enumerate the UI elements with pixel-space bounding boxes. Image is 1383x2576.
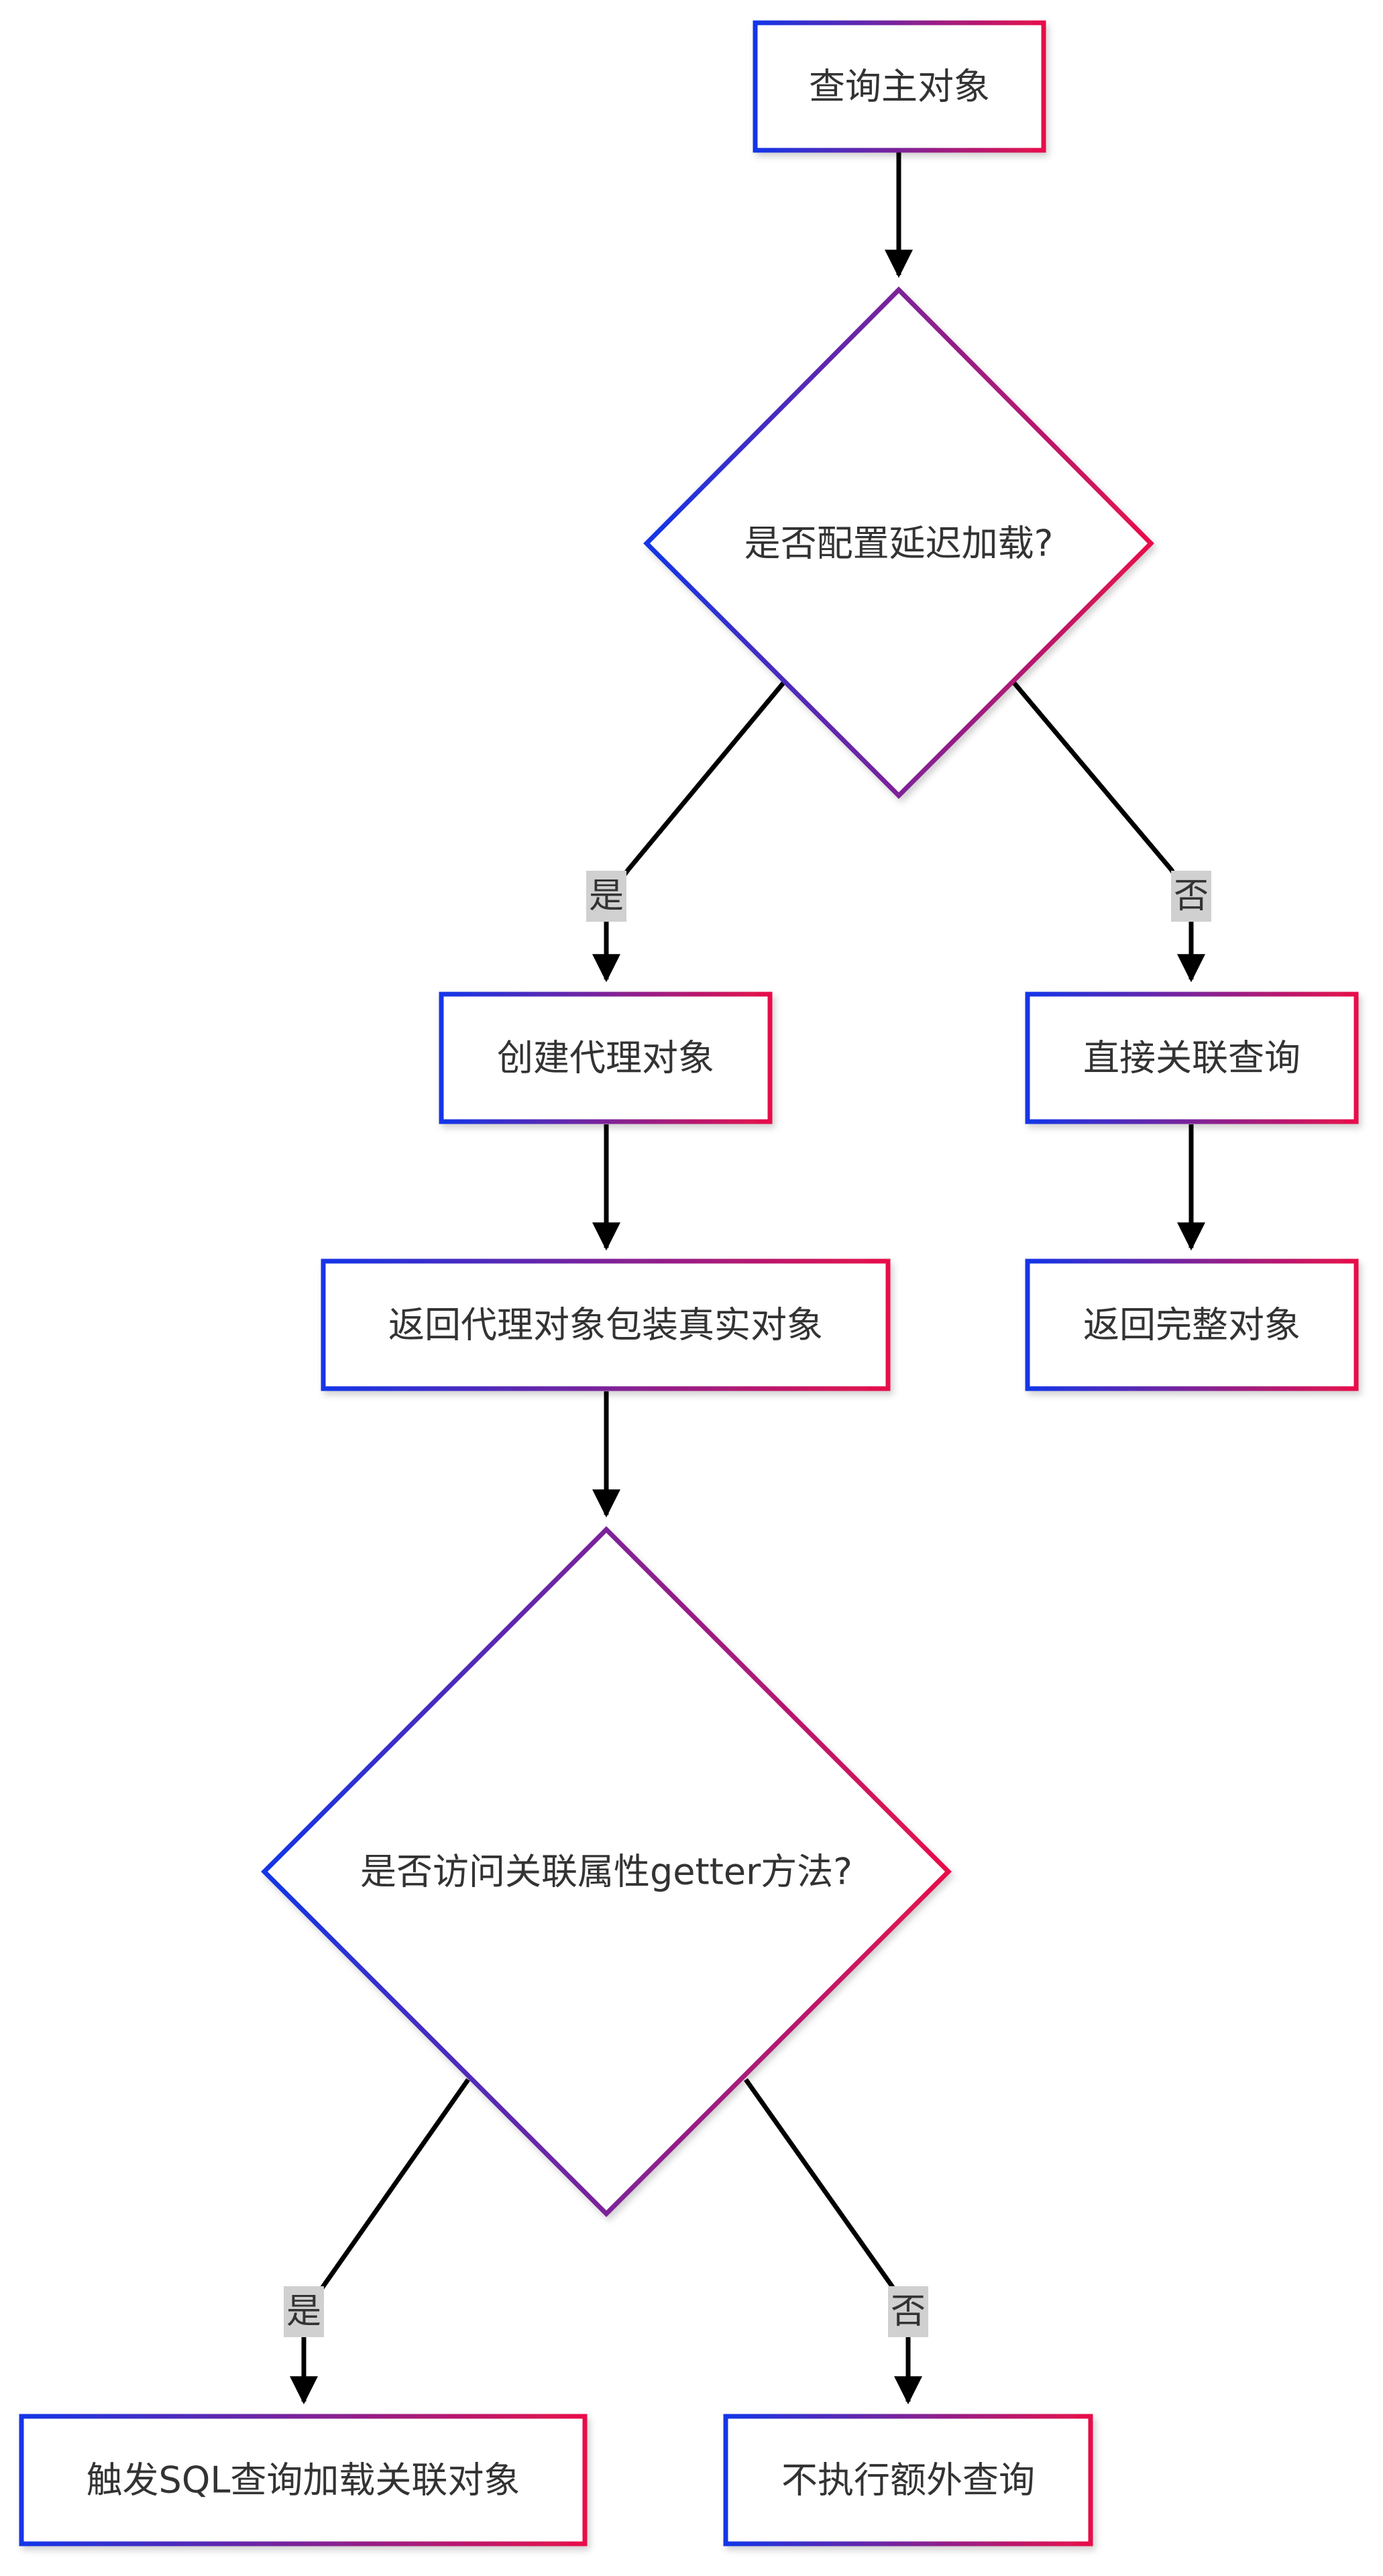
edge-lazy-yes	[592, 681, 785, 983]
edge-label-text: 否	[891, 2292, 926, 2332]
node-label: 创建代理对象	[497, 1037, 714, 1079]
edge-label-lazy-no: 否	[1171, 871, 1211, 922]
decision-lazy-loading: 是否配置延迟加载?	[643, 286, 1154, 799]
node-box	[19, 2414, 588, 2546]
node-label: 返回完整对象	[1083, 1304, 1301, 1346]
edge-label-bg	[284, 2286, 324, 2337]
node-query-main: 查询主对象	[753, 20, 1046, 153]
node-return-full: 返回完整对象	[1025, 1258, 1359, 1391]
edge-getter-no	[744, 2078, 922, 2405]
node-create-proxy: 创建代理对象	[439, 991, 773, 1124]
edge-labels: 是 否 是 否	[284, 871, 1211, 2337]
node-label: 返回代理对象包装真实对象	[388, 1304, 823, 1346]
decision-diamond	[261, 1526, 952, 2217]
node-box	[1025, 1258, 1359, 1391]
node-box	[723, 2414, 1093, 2546]
node-no-extra-query: 不执行额外查询	[723, 2414, 1093, 2546]
edge-label-getter-no: 否	[888, 2286, 928, 2337]
decision-label: 是否访问关联属性getter方法?	[360, 1851, 852, 1893]
node-box	[439, 991, 773, 1124]
node-box	[321, 1258, 891, 1391]
node-trigger-sql: 触发SQL查询加载关联对象	[19, 2414, 588, 2546]
edge-label-getter-yes: 是	[284, 2286, 324, 2337]
edge-getter-yes	[290, 2078, 470, 2405]
node-box	[753, 20, 1046, 153]
node-label: 不执行额外查询	[781, 2459, 1035, 2502]
edge-label-bg	[586, 871, 626, 922]
edge-label-bg	[888, 2286, 928, 2337]
edge-label-text: 是	[589, 876, 624, 916]
node-return-proxy: 返回代理对象包装真实对象	[321, 1258, 891, 1391]
edge-label-text: 是	[286, 2292, 321, 2332]
edge-label-bg	[1171, 871, 1211, 922]
edge-label-text: 否	[1174, 876, 1209, 916]
node-label: 查询主对象	[809, 66, 990, 108]
node-label: 直接关联查询	[1083, 1037, 1301, 1079]
node-label: 触发SQL查询加载关联对象	[87, 2459, 520, 2502]
decision-label: 是否配置延迟加载?	[744, 523, 1054, 565]
decision-getter-access: 是否访问关联属性getter方法?	[261, 1526, 952, 2217]
decision-diamond	[643, 286, 1154, 799]
node-direct-join-query: 直接关联查询	[1025, 991, 1359, 1124]
node-box	[1025, 991, 1359, 1124]
edge-label-lazy-yes: 是	[586, 871, 626, 922]
nodes: 查询主对象 是否配置延迟加载? 创建代理对象 直接关联查询 返回代理对象包装真实…	[19, 20, 1359, 2546]
edge-lazy-no	[1012, 681, 1205, 983]
